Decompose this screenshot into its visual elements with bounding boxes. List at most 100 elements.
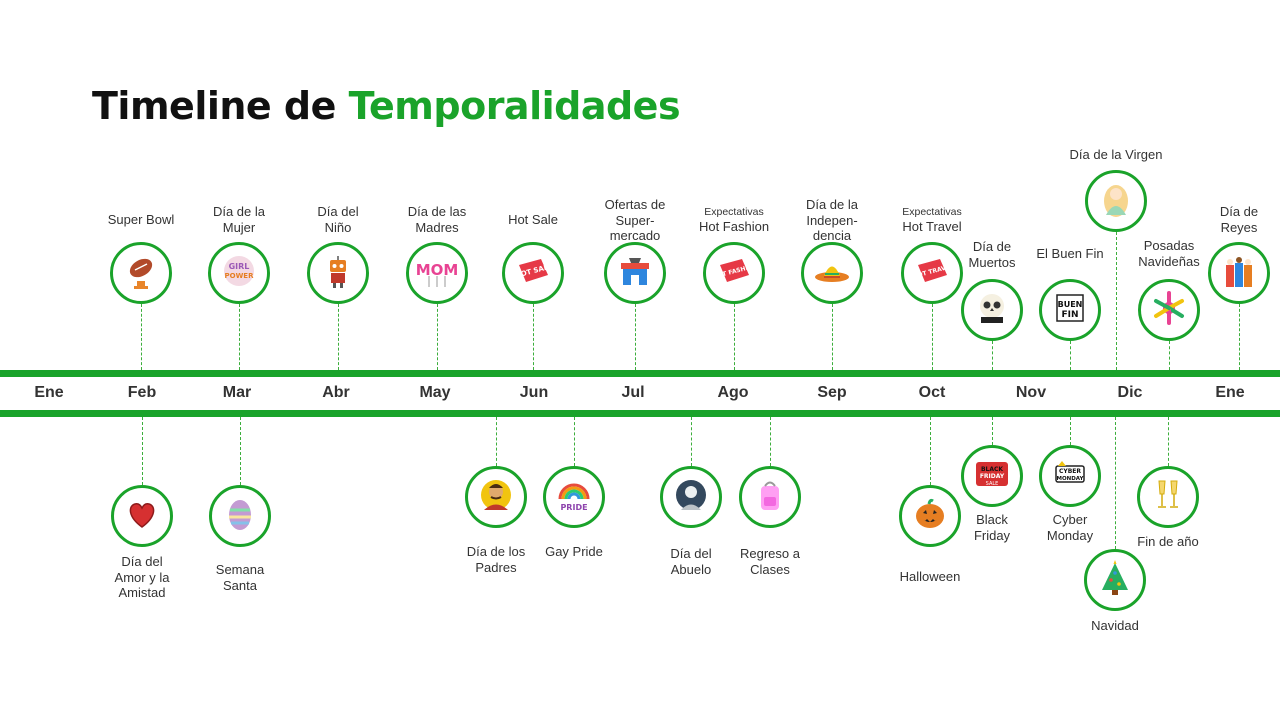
label-line: Super- <box>615 212 655 228</box>
label-line: El Buen Fin <box>1036 246 1104 261</box>
svg-text:SALE: SALE <box>986 481 999 487</box>
halloween-circle <box>899 485 961 547</box>
label-line: Super Bowl <box>107 212 175 227</box>
label-line: Madres <box>415 219 459 235</box>
month-label: Ago <box>717 384 749 401</box>
pumpkin-icon <box>910 494 950 539</box>
svg-text:FRIDAY: FRIDAY <box>980 473 1005 480</box>
svg-text:BUEN: BUEN <box>1058 300 1083 309</box>
super-bowl-label: Super Bowl <box>86 212 196 228</box>
fin-de-ano-circle <box>1137 466 1199 528</box>
label-line: Navidad <box>1091 618 1139 633</box>
father-icon <box>476 475 516 520</box>
label-line: Día de <box>1219 204 1259 219</box>
month-label: Ene <box>34 384 64 401</box>
label-line: Ofertas de <box>604 197 666 212</box>
label-line: Santa <box>223 577 257 593</box>
posadas-navidenas-circle <box>1138 279 1200 341</box>
dia-de-muertos-connector <box>992 341 993 370</box>
svg-text:POWER: POWER <box>225 272 255 280</box>
label-line: Cyber <box>1052 512 1088 527</box>
dia-del-amor-y-la-amistad-circle <box>111 485 173 547</box>
sugar-skull-icon <box>972 288 1012 333</box>
pinata-icon <box>1149 288 1189 333</box>
label-line: Padres <box>475 559 517 575</box>
mom-balloons-icon: MOM <box>416 251 458 296</box>
fin-de-ano-label: Fin de año <box>1113 534 1223 550</box>
timeline-line-bottom <box>0 410 1280 417</box>
label-line: Hot Sale <box>508 212 558 227</box>
christmas-tree-icon <box>1095 558 1135 603</box>
hot-travel-tag-icon: HOT TRAVEL <box>912 251 954 296</box>
hot-travel-circle: HOT TRAVEL <box>901 242 963 304</box>
semana-santa-connector <box>240 417 241 485</box>
label-line: Gay Pride <box>545 544 603 559</box>
svg-text:FIN: FIN <box>1061 310 1078 320</box>
dia-de-las-madres-circle: MOM <box>406 242 468 304</box>
label-line: Día de la <box>212 204 266 219</box>
hot-fashion-connector <box>734 304 735 370</box>
label-line: Niño <box>324 219 352 235</box>
label-line: Navideñas <box>1138 253 1200 269</box>
dia-de-la-virgen-label: Día de la Virgen <box>1061 147 1171 163</box>
label-line: mercado <box>609 228 661 243</box>
navidad-connector <box>1115 417 1116 549</box>
gay-pride-label: Gay Pride <box>519 544 629 560</box>
dia-del-abuelo-connector <box>691 417 692 466</box>
dia-de-los-padres-circle <box>465 466 527 528</box>
title-part-1: Timeline de <box>92 84 336 128</box>
label-line: Friday <box>973 527 1011 543</box>
fin-de-ano-connector <box>1168 417 1169 466</box>
hot-sale-tag-icon: HOT SALE <box>513 251 554 296</box>
el-buen-fin-label: El Buen Fin <box>1015 246 1125 262</box>
label-line: Día de la Virgen <box>1069 147 1163 162</box>
semana-santa-circle <box>209 485 271 547</box>
gay-pride-circle: PRIDE <box>543 466 605 528</box>
easter-egg-icon <box>220 494 260 539</box>
label-line: Hot Travel <box>902 219 962 234</box>
dia-de-las-madres-connector <box>437 304 438 370</box>
halloween-label: Halloween <box>875 569 985 585</box>
grandparent-icon <box>671 475 711 520</box>
month-label: Mar <box>222 384 252 401</box>
month-label: Ene <box>1215 384 1245 401</box>
page-title: Timeline de Temporalidades <box>92 84 681 128</box>
champagne-glasses-icon <box>1148 475 1188 520</box>
label-line: Clases <box>750 561 790 577</box>
label-line: Muertos <box>968 254 1016 270</box>
dia-del-amor-y-la-amistad-connector <box>142 417 143 485</box>
label-line: Monday <box>1046 527 1094 543</box>
month-label: Nov <box>1015 384 1047 401</box>
label-line: Día de las <box>407 204 467 219</box>
cyber-monday-connector <box>1070 417 1071 445</box>
month-label: Feb <box>127 384 157 401</box>
ofertas-de-supermercado-connector <box>635 304 636 370</box>
regreso-a-clases-connector <box>770 417 771 466</box>
label-line: Amor y la <box>114 569 170 585</box>
label-line: dencia <box>812 228 852 243</box>
hot-sale-label: Hot Sale <box>478 212 588 228</box>
month-label: May <box>419 384 451 401</box>
label-line: Día del <box>670 546 712 561</box>
month-label: Oct <box>918 384 946 401</box>
halloween-connector <box>930 417 931 485</box>
hot-sale-connector <box>533 304 534 370</box>
dia-del-nino-connector <box>338 304 339 370</box>
